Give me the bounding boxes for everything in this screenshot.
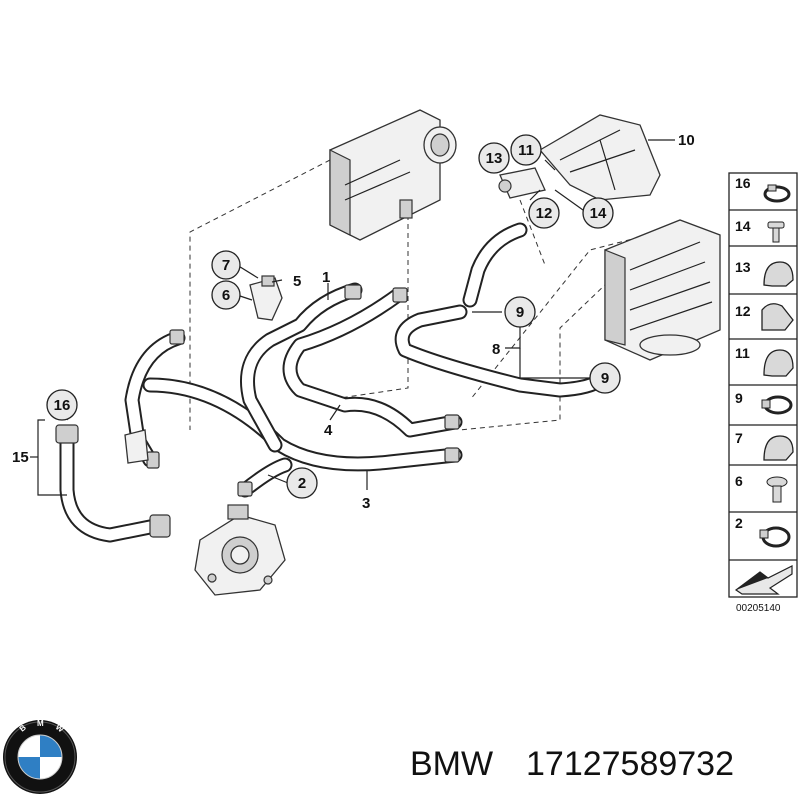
callout-14[interactable]: 14 xyxy=(582,197,614,229)
svg-text:B: B xyxy=(18,723,28,734)
footer: BMW 17127589732 xyxy=(410,745,734,783)
arrow-icon xyxy=(734,565,793,595)
callouts: 16 15 7 6 5 1 2 3 4 9 8 9 13 xyxy=(12,132,695,512)
svg-text:9: 9 xyxy=(601,370,609,387)
footer-brand: BMW xyxy=(410,745,493,783)
expansion-tank xyxy=(329,109,457,241)
side-parts-panel: 16 14 13 12 11 9 7 xyxy=(728,172,798,614)
callout-8[interactable]: 8 xyxy=(492,341,500,358)
callout-3[interactable]: 3 xyxy=(362,495,370,512)
side-item-2[interactable]: 2 xyxy=(735,515,791,548)
svg-text:M: M xyxy=(37,719,44,728)
hoses xyxy=(55,222,608,543)
svg-text:7: 7 xyxy=(222,257,230,274)
callout-11[interactable]: 11 xyxy=(510,134,542,166)
valve-bracket xyxy=(498,114,661,201)
bmw-logo: B M W xyxy=(3,719,77,794)
svg-text:W: W xyxy=(54,722,66,734)
callout-7[interactable]: 7 xyxy=(211,250,241,280)
svg-text:14: 14 xyxy=(590,205,607,222)
callout-9-lower[interactable]: 9 xyxy=(589,362,621,394)
side-item-16[interactable]: 16 xyxy=(735,175,791,203)
callout-12[interactable]: 12 xyxy=(528,197,560,229)
svg-text:6: 6 xyxy=(735,473,743,489)
svg-text:16: 16 xyxy=(735,175,751,191)
svg-text:2: 2 xyxy=(735,515,743,531)
svg-text:14: 14 xyxy=(735,218,751,234)
side-item-13[interactable]: 13 xyxy=(735,259,794,287)
side-item-9[interactable]: 9 xyxy=(735,390,793,415)
callout-2[interactable]: 2 xyxy=(286,467,318,499)
small-bracket xyxy=(249,275,283,321)
callout-9-upper[interactable]: 9 xyxy=(504,296,536,328)
svg-text:9: 9 xyxy=(735,390,743,406)
callout-15[interactable]: 15 xyxy=(12,449,29,466)
svg-text:12: 12 xyxy=(735,303,751,319)
callout-6[interactable]: 6 xyxy=(211,280,241,310)
callout-10[interactable]: 10 xyxy=(678,132,695,149)
diagram-reference: 00205140 xyxy=(736,603,781,614)
side-item-7[interactable]: 7 xyxy=(735,430,794,461)
svg-text:11: 11 xyxy=(735,345,750,361)
svg-text:9: 9 xyxy=(516,304,524,321)
side-item-11[interactable]: 11 xyxy=(735,345,794,377)
svg-text:7: 7 xyxy=(735,430,743,446)
heat-exchanger xyxy=(604,219,721,361)
side-item-12[interactable]: 12 xyxy=(735,303,794,331)
side-item-14[interactable]: 14 xyxy=(735,218,785,243)
side-item-6[interactable]: 6 xyxy=(735,473,788,503)
svg-text:6: 6 xyxy=(222,287,230,304)
callout-13[interactable]: 13 xyxy=(478,142,510,174)
callout-16[interactable]: 16 xyxy=(46,389,78,421)
callout-4[interactable]: 4 xyxy=(324,422,333,439)
svg-text:2: 2 xyxy=(298,475,306,492)
callout-5[interactable]: 5 xyxy=(293,273,301,290)
footer-part-number: 17127589732 xyxy=(526,745,734,783)
svg-text:12: 12 xyxy=(536,205,553,222)
callout-1[interactable]: 1 xyxy=(322,269,330,286)
svg-text:13: 13 xyxy=(735,259,751,275)
svg-text:16: 16 xyxy=(54,397,71,414)
svg-text:13: 13 xyxy=(486,150,503,167)
svg-text:11: 11 xyxy=(518,142,534,159)
coolant-pump xyxy=(194,504,286,596)
